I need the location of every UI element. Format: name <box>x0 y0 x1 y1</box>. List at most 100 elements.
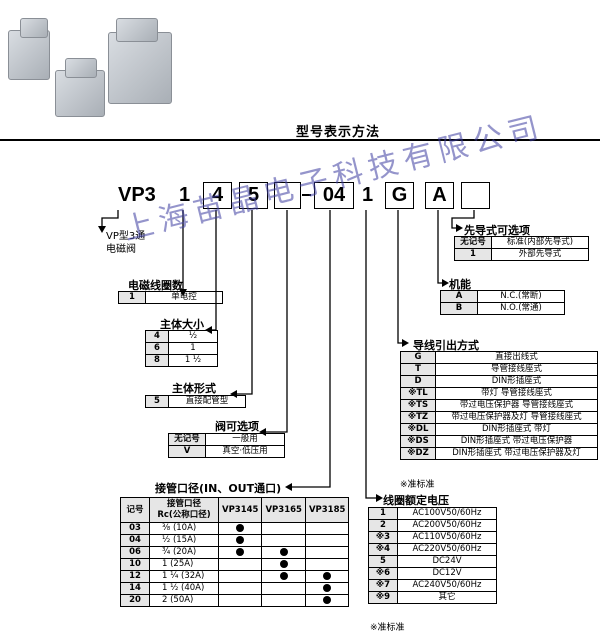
model-box-port: 04 <box>314 182 354 209</box>
availability-dot-icon <box>279 559 288 568</box>
body-size-code: 4 <box>145 330 169 343</box>
port-availability-cell <box>304 546 350 559</box>
body-size-code: 8 <box>145 354 169 367</box>
port-size-value: 1 ¼ (32A) <box>149 570 219 583</box>
function-title: 机能 <box>449 278 471 291</box>
availability-dot-icon <box>236 547 245 556</box>
wiring-code: D <box>400 375 436 388</box>
wiring-code: ※TL <box>400 387 436 400</box>
port-size-title: 接管口径(IN、OUT通口) <box>155 482 282 495</box>
port-size-value: 1 ½ (40A) <box>149 582 219 595</box>
voltage-label: AC100V50/60Hz <box>397 507 497 520</box>
body-form-label: 直接配管型 <box>168 395 246 408</box>
table-header-row: 记号 接管口径 Rc(公称口径) VP3145 VP3165 VP3185 <box>120 497 350 523</box>
model-box-form: 5 <box>239 182 268 209</box>
pilot-option-label: 标准(内部先导式) <box>491 236 589 249</box>
port-availability-cell <box>217 582 263 595</box>
voltage-code: ※6 <box>368 567 398 580</box>
wiring-label: 带过电压保护器及灯 导管接线座式 <box>435 411 598 424</box>
port-size-value: ⅜ (10A) <box>149 522 219 535</box>
series-description: VP型3通电磁阀 <box>106 231 146 255</box>
port-header-vp3145: VP3145 <box>217 497 263 523</box>
wiring-label: DIN形插座式 带过电压保护器及灯 <box>435 447 598 460</box>
voltage-label: DC12V <box>397 567 497 580</box>
port-availability-cell <box>304 582 350 595</box>
body-size-code: 6 <box>145 342 169 355</box>
coil-count-title: 电磁线圈数 <box>128 279 183 292</box>
port-size-value: 1 (25A) <box>149 558 219 571</box>
port-code: 10 <box>120 558 150 571</box>
port-size-value: 2 (50A) <box>149 594 219 607</box>
function-code: B <box>440 302 478 315</box>
port-size-value: ¾ (20A) <box>149 546 219 559</box>
availability-dot-icon <box>236 535 245 544</box>
function-label: N.C.(常断) <box>477 290 565 303</box>
page-title: 型号表示方法 <box>296 125 381 140</box>
table-row: 无记号标准(内部先导式) <box>454 236 589 249</box>
body-form-title: 主体形式 <box>172 382 216 395</box>
body-size-value: 1 <box>168 342 218 355</box>
port-availability-cell <box>217 534 263 547</box>
body-size-value: 1 ½ <box>168 354 218 367</box>
port-availability-cell <box>304 522 350 535</box>
model-box-option <box>274 182 301 209</box>
wiring-note: ※准标准 <box>400 480 435 490</box>
port-availability-cell <box>261 558 306 571</box>
pilot-option-title: 先导式可选项 <box>464 224 530 237</box>
port-header-vp3185: VP3185 <box>304 497 350 523</box>
voltage-code: 2 <box>368 519 398 532</box>
availability-dot-icon <box>236 523 245 532</box>
port-availability-cell <box>261 522 306 535</box>
voltage-code: ※7 <box>368 579 398 592</box>
wiring-label: 导管接线座式 <box>435 363 598 376</box>
wiring-label: 带过电压保护器 导管接线座式 <box>435 399 598 412</box>
wiring-label: DIN形插座式 带过电压保护器 <box>435 435 598 448</box>
body-form-code: 5 <box>145 395 169 408</box>
product-photo <box>0 0 210 125</box>
port-availability-cell <box>261 546 306 559</box>
voltage-label: 其它 <box>397 591 497 604</box>
model-box-pilot <box>461 182 490 209</box>
pilot-option-label: 外部先导式 <box>491 248 589 261</box>
port-size-table: 记号 接管口径 Rc(公称口径) VP3145 VP3165 VP3185 03… <box>120 497 350 607</box>
voltage-code: 1 <box>368 507 398 520</box>
port-availability-cell <box>304 570 350 583</box>
coil-count-table: 1 单电控 <box>118 291 223 304</box>
wiring-label: DIN形插座式 <box>435 375 598 388</box>
voltage-label: AC200V50/60Hz <box>397 519 497 532</box>
port-availability-cell <box>304 558 350 571</box>
port-header-size: 接管口径 Rc(公称口径) <box>149 497 219 523</box>
voltage-label: AC110V50/60Hz <box>397 531 497 544</box>
port-code: 20 <box>120 594 150 607</box>
port-code: 04 <box>120 534 150 547</box>
voltage-note: ※准标准 <box>370 623 405 633</box>
port-availability-cell <box>304 534 350 547</box>
pilot-option-code: 无记号 <box>454 236 492 249</box>
availability-dot-icon <box>323 571 332 580</box>
port-availability-cell <box>261 594 306 607</box>
